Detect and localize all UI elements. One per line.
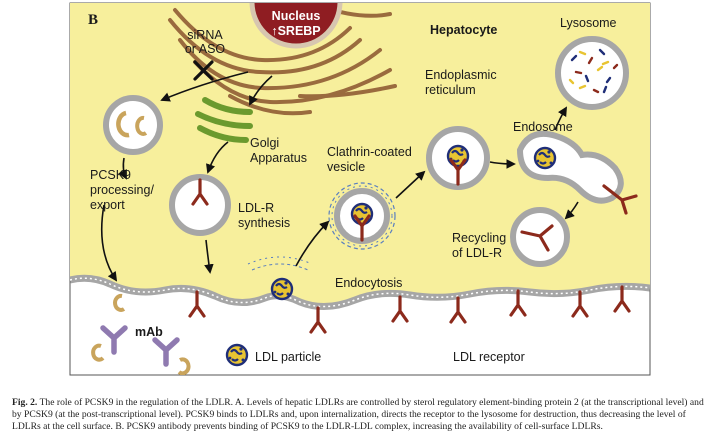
sirna-label-1: siRNA [187,28,223,42]
endosome [516,130,638,215]
ldlr-synthesis-label-1: LDL-R [238,201,274,215]
ldlr-synthesis-label-2: synthesis [238,216,290,230]
endocytic-vesicle [426,126,490,190]
endoplasmic-reticulum [168,4,397,116]
recycling-label-2: of LDL-R [452,246,502,260]
lysosome [555,36,629,110]
nucleus [249,3,343,49]
internalizing-ldl [270,277,294,301]
er-label-1: Endoplasmic [425,68,497,82]
golgi-label-1: Golgi [250,136,279,150]
pcsk9-label-1: PCSK9 [90,168,131,182]
sirna-label-2: or ASO [185,42,226,56]
ldlr-synthesis-vesicle [169,174,231,236]
pcsk9-ldlr-diagram: Nucleus ↑SREBP [69,2,651,376]
pcsk9-label-2: processing/ [90,183,154,197]
clathrin-coated-vesicle [328,182,396,250]
srebp-label: ↑SREBP [271,24,320,38]
pathway-arrows [100,71,579,282]
figure-caption: Fig. 2. The role of PCSK9 in the regulat… [12,397,712,434]
mab-label: mAb [135,325,163,339]
pcsk9-label-3: export [90,198,125,212]
endosome-label: Endosome [513,120,573,134]
caption-text: The role of PCSK9 in the regulation of t… [12,397,704,433]
nucleus-label: Nucleus [272,9,321,23]
plasma-membrane [70,274,650,310]
panel-letter: B [88,12,98,28]
caption-fig-label: Fig. 2. [12,397,38,408]
ldl-receptor-label: LDL receptor [453,350,525,364]
recycling-label-1: Recycling [452,231,506,245]
ldl-particle [225,343,249,367]
hepatocyte-label: Hepatocyte [430,23,497,37]
golgi-label-2: Apparatus [250,151,307,165]
clathrin-label-2: vesicle [327,160,365,174]
golgi-apparatus [195,97,253,143]
secreted-pcsk9 [113,293,126,312]
ldl-particle-label: LDL particle [255,350,321,364]
recycling-vesicle [510,207,570,267]
mab-antibodies [91,328,191,375]
clathrin-label-1: Clathrin-coated [327,145,412,159]
lysosome-label: Lysosome [560,16,617,30]
endocytosis-label: Endocytosis [335,276,402,290]
clathrin-pit [247,256,313,271]
sirna-block-cross [193,60,214,81]
er-label-2: reticulum [425,83,476,97]
pcsk9-vesicle [103,95,163,155]
